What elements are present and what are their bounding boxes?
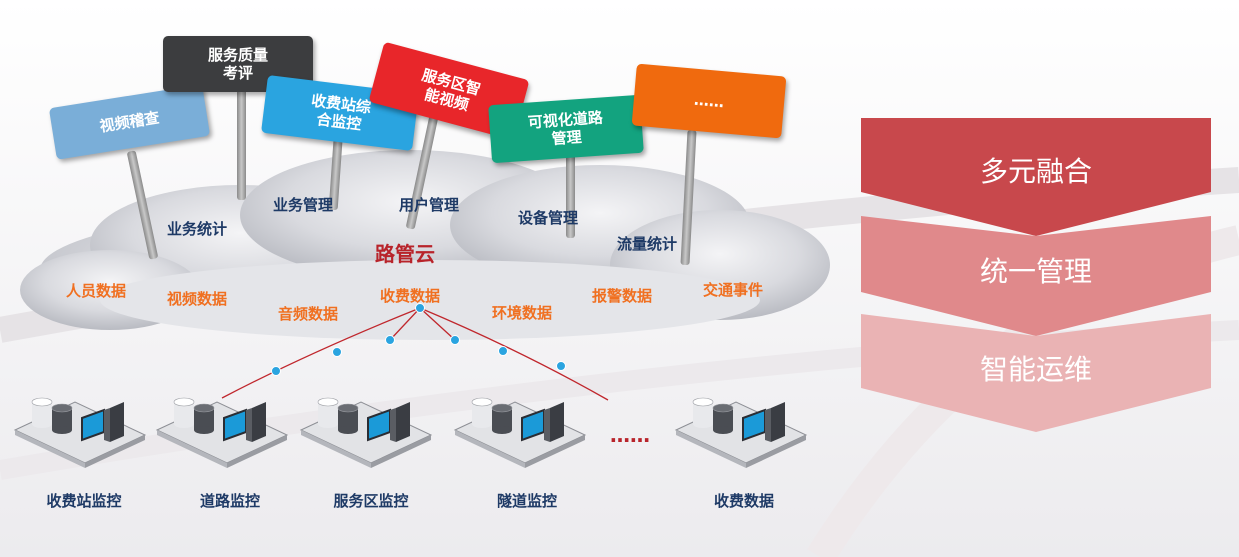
cloud-title: 路管云 — [375, 242, 435, 266]
network-node — [332, 347, 342, 357]
cloud-label-orange: 收费数据 — [380, 287, 441, 305]
network-node — [415, 303, 425, 313]
sign-label: 服务区智 能视频 — [420, 65, 483, 115]
node-label: 收费数据 — [713, 492, 774, 510]
cloud-label-orange: 人员数据 — [66, 282, 127, 300]
cloud-label-orange: 环境数据 — [492, 304, 553, 322]
network-line — [389, 307, 421, 341]
network-node — [498, 346, 508, 356]
network-line — [419, 307, 456, 341]
computer-cluster-icon — [674, 397, 808, 468]
node-label: 隧道监控 — [496, 492, 557, 510]
sign-label: 视频稽查 — [98, 108, 161, 136]
node-label: 服务区监控 — [333, 492, 409, 510]
cloud-label-orange: 报警数据 — [592, 287, 653, 305]
cloud-shape — [20, 150, 830, 340]
chevron-label: 智能运维 — [979, 353, 1092, 386]
sign-pole — [237, 88, 246, 200]
computer-cluster-icon — [299, 397, 433, 468]
computer-cluster-icon — [155, 397, 289, 468]
chevron-label: 多元融合 — [979, 155, 1092, 188]
cloud-label-orange: 交通事件 — [703, 281, 764, 299]
nodes-ellipsis: …… — [610, 423, 650, 447]
cloud-label-blue: 业务管理 — [273, 196, 334, 214]
network-node — [450, 335, 460, 345]
chevron-shape — [861, 314, 1211, 432]
chevron-shape — [861, 118, 1211, 236]
cloud-label-orange: 音频数据 — [278, 305, 339, 323]
chevron-shape — [861, 216, 1211, 336]
cloud-label-blue: 业务统计 — [167, 220, 228, 238]
sign-label: 收费站综 合监控 — [310, 91, 372, 134]
computer-cluster-icon — [13, 397, 147, 468]
network-node — [556, 361, 566, 371]
computer-cluster-icon — [453, 397, 587, 468]
sign-label: 可视化道路 管理 — [527, 108, 604, 149]
sign-label: …… — [693, 90, 725, 112]
sign-label: 服务质量 考评 — [207, 46, 268, 82]
chevron-label: 统一管理 — [979, 255, 1092, 288]
network-node — [385, 335, 395, 345]
cloud-label-blue: 用户管理 — [399, 196, 460, 214]
sign-more: …… — [631, 63, 787, 139]
cloud-label-blue: 设备管理 — [518, 209, 579, 227]
sign-pole — [566, 150, 575, 238]
node-label: 收费站监控 — [46, 492, 122, 510]
node-label: 道路监控 — [199, 492, 260, 510]
sign-road-vis: 可视化道路 管理 — [488, 94, 644, 164]
cloud-label-blue: 流量统计 — [617, 235, 678, 253]
network-node — [271, 366, 281, 376]
cloud-label-orange: 视频数据 — [167, 290, 228, 308]
